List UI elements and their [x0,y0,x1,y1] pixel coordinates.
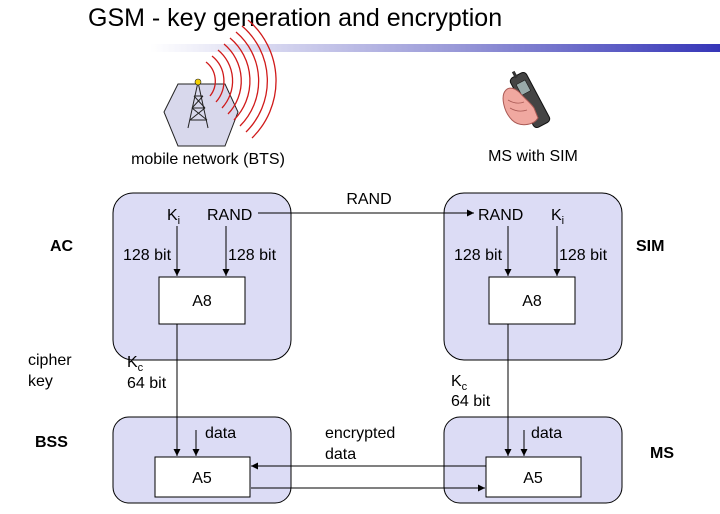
cipher-key-label-line1: cipher [28,352,72,369]
sim-bits-left: 128 bit [454,247,503,264]
ac-a8-label: A8 [192,293,212,310]
sim-bits-right: 128 bit [559,247,608,264]
network-kc-bits: 64 bit [127,375,167,392]
ac-ki-label: Ki [167,207,180,227]
ms-data-label: data [531,425,562,442]
sim-ki-label: Ki [551,207,564,227]
sim-label: SIM [636,238,664,255]
network-kc-label: Kc [127,354,144,374]
ac-bits-right: 128 bit [228,247,277,264]
ms-kc-bits: 64 bit [451,393,491,410]
ac-bits-left: 128 bit [123,247,172,264]
bts-tower-icon [163,19,277,147]
network-label: mobile network (BTS) [131,151,285,168]
ms-kc-label: Kc [451,373,468,393]
cipher-key-label-line2: key [28,373,53,390]
title-gradient-bar [50,44,720,52]
encrypted-label-line2: data [325,446,356,463]
bss-label: BSS [35,434,68,451]
ms-a5-label: A5 [523,470,543,487]
bss-a5-label: A5 [192,470,212,487]
ms-sim-label: MS with SIM [488,148,578,165]
sim-a8-label: A8 [522,293,542,310]
bss-data-label: data [205,425,236,442]
ac-a8-box [158,276,246,325]
ac-label: AC [50,238,74,255]
slide-title: GSM - key generation and encryption [88,4,503,32]
rand-link-label: RAND [346,191,391,208]
ms-a5-box [485,456,582,498]
mobile-phone-icon [502,70,551,129]
sim-a8-box [488,276,576,325]
ms-label: MS [650,445,674,462]
ac-rand-label: RAND [207,207,252,224]
encrypted-label-line1: encrypted [325,425,395,442]
bss-a5-box [154,456,251,498]
sim-rand-label: RAND [478,207,523,224]
